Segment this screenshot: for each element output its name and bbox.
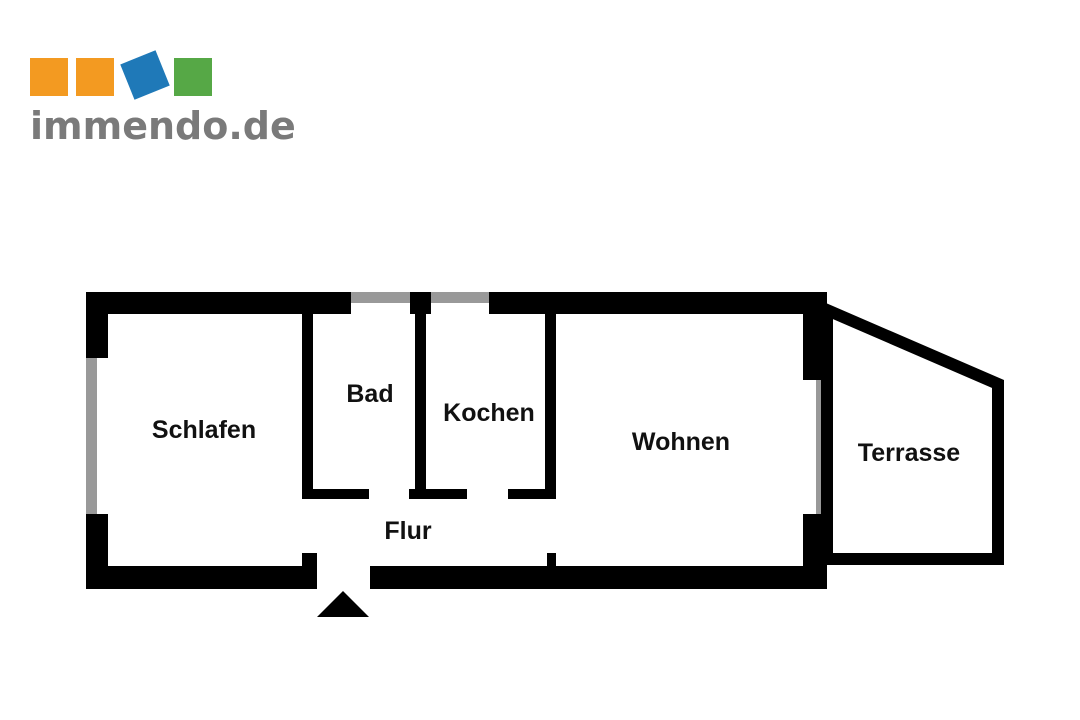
logo-square-1: [30, 58, 68, 96]
terrasse-outline: [821, 300, 1004, 565]
wall-bad-bottom: [302, 489, 369, 499]
wall-bottom-left: [86, 566, 304, 589]
room-label-schlafen: Schlafen: [152, 416, 256, 444]
room-label-flur: Flur: [384, 517, 431, 545]
window-top-kochen: [431, 292, 489, 303]
logo-square-2: [76, 58, 114, 96]
room-label-terrasse: Terrasse: [858, 439, 960, 467]
window-left: [86, 358, 97, 514]
wall-top-mid: [410, 292, 431, 314]
wall-kochen-right: [545, 314, 556, 499]
brand-name: immendo.de: [30, 104, 296, 148]
wall-top-left: [86, 292, 351, 314]
door-jamb-left: [302, 553, 317, 589]
room-label-wohnen: Wohnen: [632, 428, 730, 456]
wall-left-upper: [86, 292, 108, 358]
wall-kochen-bottom: [415, 489, 467, 499]
wall-stub-bottom: [547, 553, 556, 573]
wall-kochen-bottom-right: [508, 489, 556, 499]
brand-logo: immendo.de: [28, 48, 298, 148]
wall-bottom-right: [370, 566, 827, 589]
room-label-bad: Bad: [346, 380, 393, 408]
room-label-kochen: Kochen: [443, 399, 535, 427]
walls: [86, 292, 827, 589]
window-top-bad: [351, 292, 410, 303]
wall-bad-right: [415, 314, 426, 499]
entrance-arrow-icon: [317, 591, 369, 617]
logo-square-4: [174, 58, 212, 96]
wall-bad-left: [302, 314, 313, 499]
wall-top-right: [489, 292, 827, 314]
